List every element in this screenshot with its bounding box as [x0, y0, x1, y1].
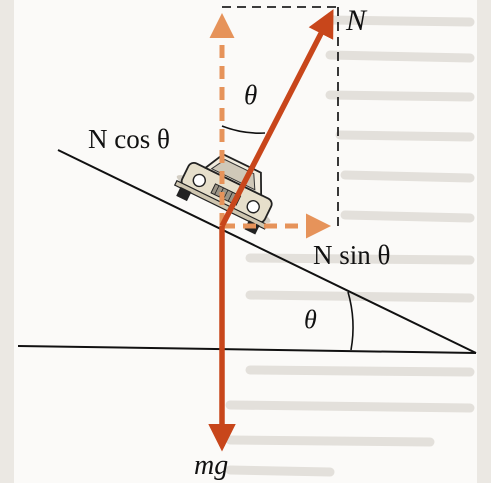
normal-force-label: N — [345, 4, 368, 37]
ground-line — [17, 345, 477, 354]
vertical-component-label: N cos θ — [88, 124, 170, 154]
normal-force-arrow — [219, 9, 334, 228]
weight-label: mg — [194, 450, 228, 481]
horizontal-component-label: N sin θ — [313, 240, 390, 270]
top-angle-arc — [221, 125, 266, 134]
incline-line — [57, 149, 477, 354]
angle-incline-label: θ — [304, 305, 317, 334]
angle-top-label: θ — [244, 80, 257, 110]
ghost-text — [225, 15, 475, 477]
component-box — [222, 6, 339, 226]
incline-angle-arc — [347, 291, 354, 351]
